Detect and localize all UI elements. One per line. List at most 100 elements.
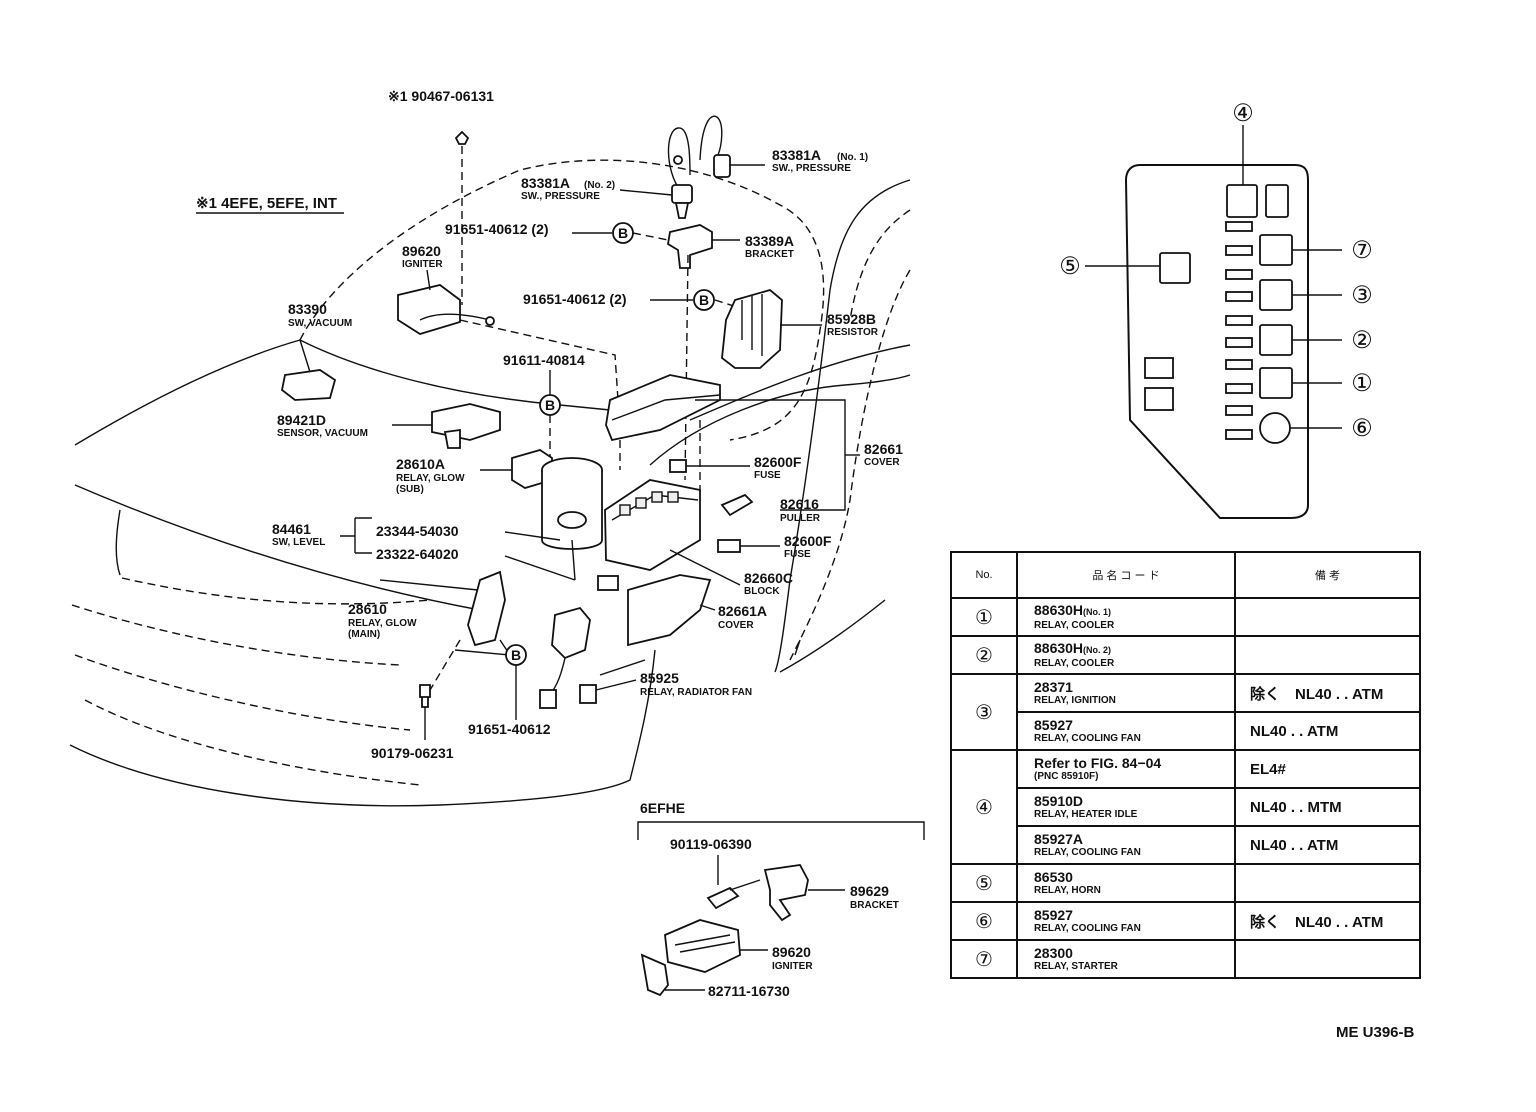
fitment-label: ※1 4EFE, 5EFE, INT xyxy=(196,195,337,212)
igniter-89620-inset xyxy=(640,919,768,997)
table-row: ② 88630H(No. 2)RELAY, COOLER xyxy=(950,635,1421,675)
part-code-cell: 88630H(No. 2)RELAY, COOLER xyxy=(1016,635,1236,675)
row-number: ③ xyxy=(950,673,1018,751)
panel-label-5: ⑤ xyxy=(1059,253,1081,280)
inset-bracket xyxy=(637,821,925,840)
part-desc: RELAY, IGNITION xyxy=(1034,695,1116,706)
panel-label-3: ③ xyxy=(1351,282,1373,309)
part-number: 85910D xyxy=(1034,793,1084,809)
document-code: ME U396-B xyxy=(1336,1024,1415,1041)
c85925-pn: 85925 xyxy=(640,670,679,686)
c28610A-desc: RELAY, GLOW xyxy=(396,473,465,484)
part-code-cell: Refer to FIG. 84−04(PNC 85910F) xyxy=(1016,749,1236,789)
remark xyxy=(1234,635,1421,675)
panel-label-2: ② xyxy=(1351,327,1373,354)
bolt-90119 xyxy=(706,879,761,910)
c89421D-desc: SENSOR, VACUUM xyxy=(277,428,368,439)
c82616-pn: 82616 xyxy=(780,496,819,512)
relay-parts-table: No. 品 名 コ ー ド 備 考 ① 88630H(No. 1)RELAY, … xyxy=(950,551,1421,979)
radiator-fan-relay-85925 xyxy=(539,606,646,709)
c84461-pn: 84461 xyxy=(272,521,311,537)
cover-82661 xyxy=(605,374,721,500)
header-no: No. xyxy=(950,551,1018,599)
header-code: 品 名 コ ー ド xyxy=(1016,551,1236,599)
marker-b-2-label: B xyxy=(699,292,709,308)
part-desc: RELAY, COOLING FAN xyxy=(1034,923,1141,934)
bolt-90179 xyxy=(419,684,431,708)
c23344-pn: 23344-54030 xyxy=(376,523,459,539)
c82711-pn: 82711-16730 xyxy=(708,983,790,999)
remark: 除く NL40 . . ATM xyxy=(1234,901,1421,941)
part-number: 88630H xyxy=(1034,602,1084,618)
c89421D-pn: 89421D xyxy=(277,412,326,428)
c83390-pn: 83390 xyxy=(288,301,327,317)
c28610-desc2: (MAIN) xyxy=(348,629,380,640)
row-number: ② xyxy=(950,635,1018,675)
level-switch-84461 xyxy=(541,457,619,591)
c28610A-pn: 28610A xyxy=(396,456,445,472)
part-desc: (PNC 85910F) xyxy=(1034,771,1099,782)
c83381A2-pn: 83381A xyxy=(521,175,570,191)
part-desc: RELAY, STARTER xyxy=(1034,961,1118,972)
part-number: 85927 xyxy=(1034,717,1073,733)
row-number: ⑥ xyxy=(950,901,1018,941)
remark: NL40 . . ATM xyxy=(1234,825,1421,865)
marker-b-3-label: B xyxy=(545,397,555,413)
fuse-82600F-2 xyxy=(717,539,741,553)
c83381A2-desc: SW., PRESSURE xyxy=(521,191,600,202)
c82661A-desc: COVER xyxy=(718,620,754,631)
part-number: 86530 xyxy=(1034,869,1073,885)
part-number: Refer to FIG. 84−04 xyxy=(1034,755,1162,771)
vacuum-sensor-89421D xyxy=(392,403,501,449)
part-code-cell: 88630H(No. 1)RELAY, COOLER xyxy=(1016,597,1236,637)
marker-b-1-label: B xyxy=(618,225,628,241)
remark xyxy=(1234,597,1421,637)
c82600F2-pn: 82600F xyxy=(784,533,832,549)
clip-90467 xyxy=(454,130,470,145)
row-number: ⑤ xyxy=(950,863,1018,903)
resistor-85928B xyxy=(721,289,822,369)
vacuum-switch-83390 xyxy=(281,339,337,401)
part-number: 85927 xyxy=(1034,907,1073,923)
pressure-switch-assembly xyxy=(619,115,765,219)
remark xyxy=(1234,863,1421,903)
remark: 除く NL40 . . ATM xyxy=(1234,673,1421,713)
c84461-desc: SW, LEVEL xyxy=(272,537,325,548)
c83381A2-sub: (No. 2) xyxy=(584,180,615,191)
c90179-pn: 90179-06231 xyxy=(371,745,454,761)
c23322-pn: 23322-64020 xyxy=(376,546,459,562)
table-row: ④ Refer to FIG. 84−04(PNC 85910F) EL4# xyxy=(950,749,1421,865)
remark: EL4# xyxy=(1234,749,1421,789)
part-desc: RELAY, COOLING FAN xyxy=(1034,733,1141,744)
remark: NL40 . . MTM xyxy=(1234,787,1421,827)
c91651c-pn: 91651-40612 xyxy=(468,721,551,737)
panel-label-6: ⑥ xyxy=(1351,415,1373,442)
c28610-desc: RELAY, GLOW xyxy=(348,618,417,629)
row-number: ⑦ xyxy=(950,939,1018,979)
c82661A-pn: 82661A xyxy=(718,603,767,619)
bracket-89629 xyxy=(763,864,809,922)
puller-82616 xyxy=(720,493,754,517)
inset-title: 6EFHE xyxy=(640,800,685,816)
c89620b-pn: 89620 xyxy=(772,944,811,960)
c83381A1-desc: SW., PRESSURE xyxy=(772,163,851,174)
c89620-desc: IGNITER xyxy=(402,259,443,270)
c83389A-pn: 83389A xyxy=(745,233,794,249)
c83381A1-sub: (No. 1) xyxy=(837,152,868,163)
c91611-pn: 91611-40814 xyxy=(503,352,585,368)
junction-block-82660C xyxy=(604,479,741,586)
remark: NL40 . . ATM xyxy=(1234,711,1421,751)
marker-b-2 xyxy=(693,289,715,311)
part-number: 28300 xyxy=(1034,945,1073,961)
part-desc: RELAY, COOLER xyxy=(1034,658,1115,669)
c28610-pn: 28610 xyxy=(348,601,387,617)
cover-82661A xyxy=(627,574,716,647)
part-desc: RELAY, HORN xyxy=(1034,885,1101,896)
